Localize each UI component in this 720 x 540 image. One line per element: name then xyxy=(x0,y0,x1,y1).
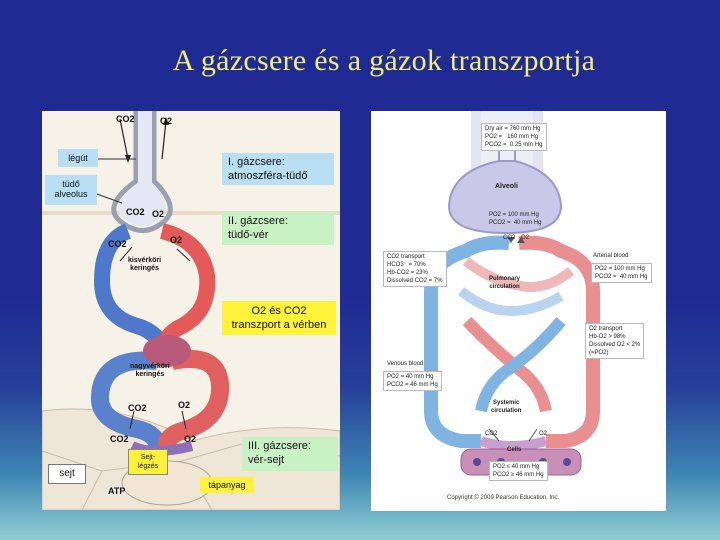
gas-exchange-2-title: II. gázcsere: xyxy=(228,214,328,228)
atp-label: ATP xyxy=(108,486,125,496)
alveoli-values: PO2 = 100 mm Hg PCO2 = 40 mm Hg xyxy=(489,211,542,227)
gas-exchange-2-subtitle: tüdő-vér xyxy=(228,228,328,242)
alveolus-o2-label: O2 xyxy=(152,209,164,219)
gas-exchange-1-subtitle: atmoszféra-tüdő xyxy=(228,169,328,183)
cells-co2-label: CO2 xyxy=(485,431,497,437)
co2-transport-box: CO2 transport HCO3⁻ = 70% Hb-CO2 = 23% D… xyxy=(383,251,447,287)
alveolus-co2-label: CO2 xyxy=(126,207,145,217)
venous-blood-label: Venous blood xyxy=(387,361,423,367)
cell-label: sejt xyxy=(48,464,86,484)
venous-values-box: PO2 = 40 mm Hg PCO2 = 46 mm Hg xyxy=(383,371,442,391)
low-co2-label: CO2 xyxy=(110,434,129,444)
arterial-blood-label: Arterial blood xyxy=(593,253,628,259)
low-o2-label: O2 xyxy=(184,434,196,444)
cells-label: Cells xyxy=(507,447,521,453)
cells-values-box: PO2 ≤ 40 mm Hg PCO2 ≥ 46 mm Hg xyxy=(489,461,548,481)
systemic-circulation-label: nagyvérköri keringés xyxy=(130,363,170,379)
gas-transport-title: O2 és CO2 xyxy=(222,304,336,318)
gas-exchange-1-title: I. gázcsere: xyxy=(228,155,328,169)
left-diagram-panel: CO2 O2 légút tüdő alveolus CO2 O2 I. gáz… xyxy=(42,111,340,510)
gas-transport-subtitle: transzport a vérben xyxy=(222,318,336,332)
nutrient-label: tápanyag xyxy=(200,477,254,493)
right-diagram-panel: Dry air = 760 mm Hg PO2 = 160 mm Hg PCO2… xyxy=(371,111,666,511)
arterial-values-box: PO2 = 100 mm Hg PCO2 = 40 mm Hg xyxy=(591,263,652,283)
pulmonary-circulation-label: Pulmonary circulation xyxy=(489,275,520,291)
mid-co2-label: CO2 xyxy=(128,403,147,413)
alveoli-o2-label: O2 xyxy=(521,235,529,241)
gas-exchange-1-box: I. gázcsere: atmoszféra-tüdő xyxy=(222,153,334,185)
slide-title: A gázcsere és a gázok transzportja xyxy=(0,44,720,78)
gas-exchange-2-box: II. gázcsere: tüdő-vér xyxy=(222,212,334,245)
alveolus-label: tüdő alveolus xyxy=(45,175,97,205)
upper-o2-label: O2 xyxy=(170,235,182,245)
gas-exchange-3-box: III. gázcsere: vér-sejt xyxy=(242,437,338,471)
gas-exchange-3-subtitle: vér-sejt xyxy=(248,453,332,467)
o2-transport-box: O2 transport Hb-O2 > 98% Dissolved O2 < … xyxy=(585,323,644,359)
gas-transport-box: O2 és CO2 transzport a vérben xyxy=(222,301,336,335)
systemic-circulation-label: Systemic circulation xyxy=(491,399,521,415)
dry-air-box: Dry air = 760 mm Hg PO2 = 160 mm Hg PCO2… xyxy=(481,123,547,151)
airway-label: légút xyxy=(58,149,98,167)
top-co2-label: CO2 xyxy=(116,114,135,124)
mid-o2-label: O2 xyxy=(178,400,190,410)
alveoli-label: Alveoli xyxy=(495,183,518,190)
copyright-text: Copyright © 2009 Pearson Education, Inc. xyxy=(447,495,559,501)
pulmonary-circulation-label: kisvérköri keringés xyxy=(128,257,161,273)
top-o2-label: O2 xyxy=(160,116,172,126)
cell-respiration-box: Sejt- légzés xyxy=(128,449,168,475)
gas-exchange-3-title: III. gázcsere: xyxy=(248,439,332,453)
cells-o2-label: O2 xyxy=(539,431,547,437)
alveoli-co2-label: CO2 xyxy=(503,235,515,241)
upper-co2-label: CO2 xyxy=(108,239,127,249)
